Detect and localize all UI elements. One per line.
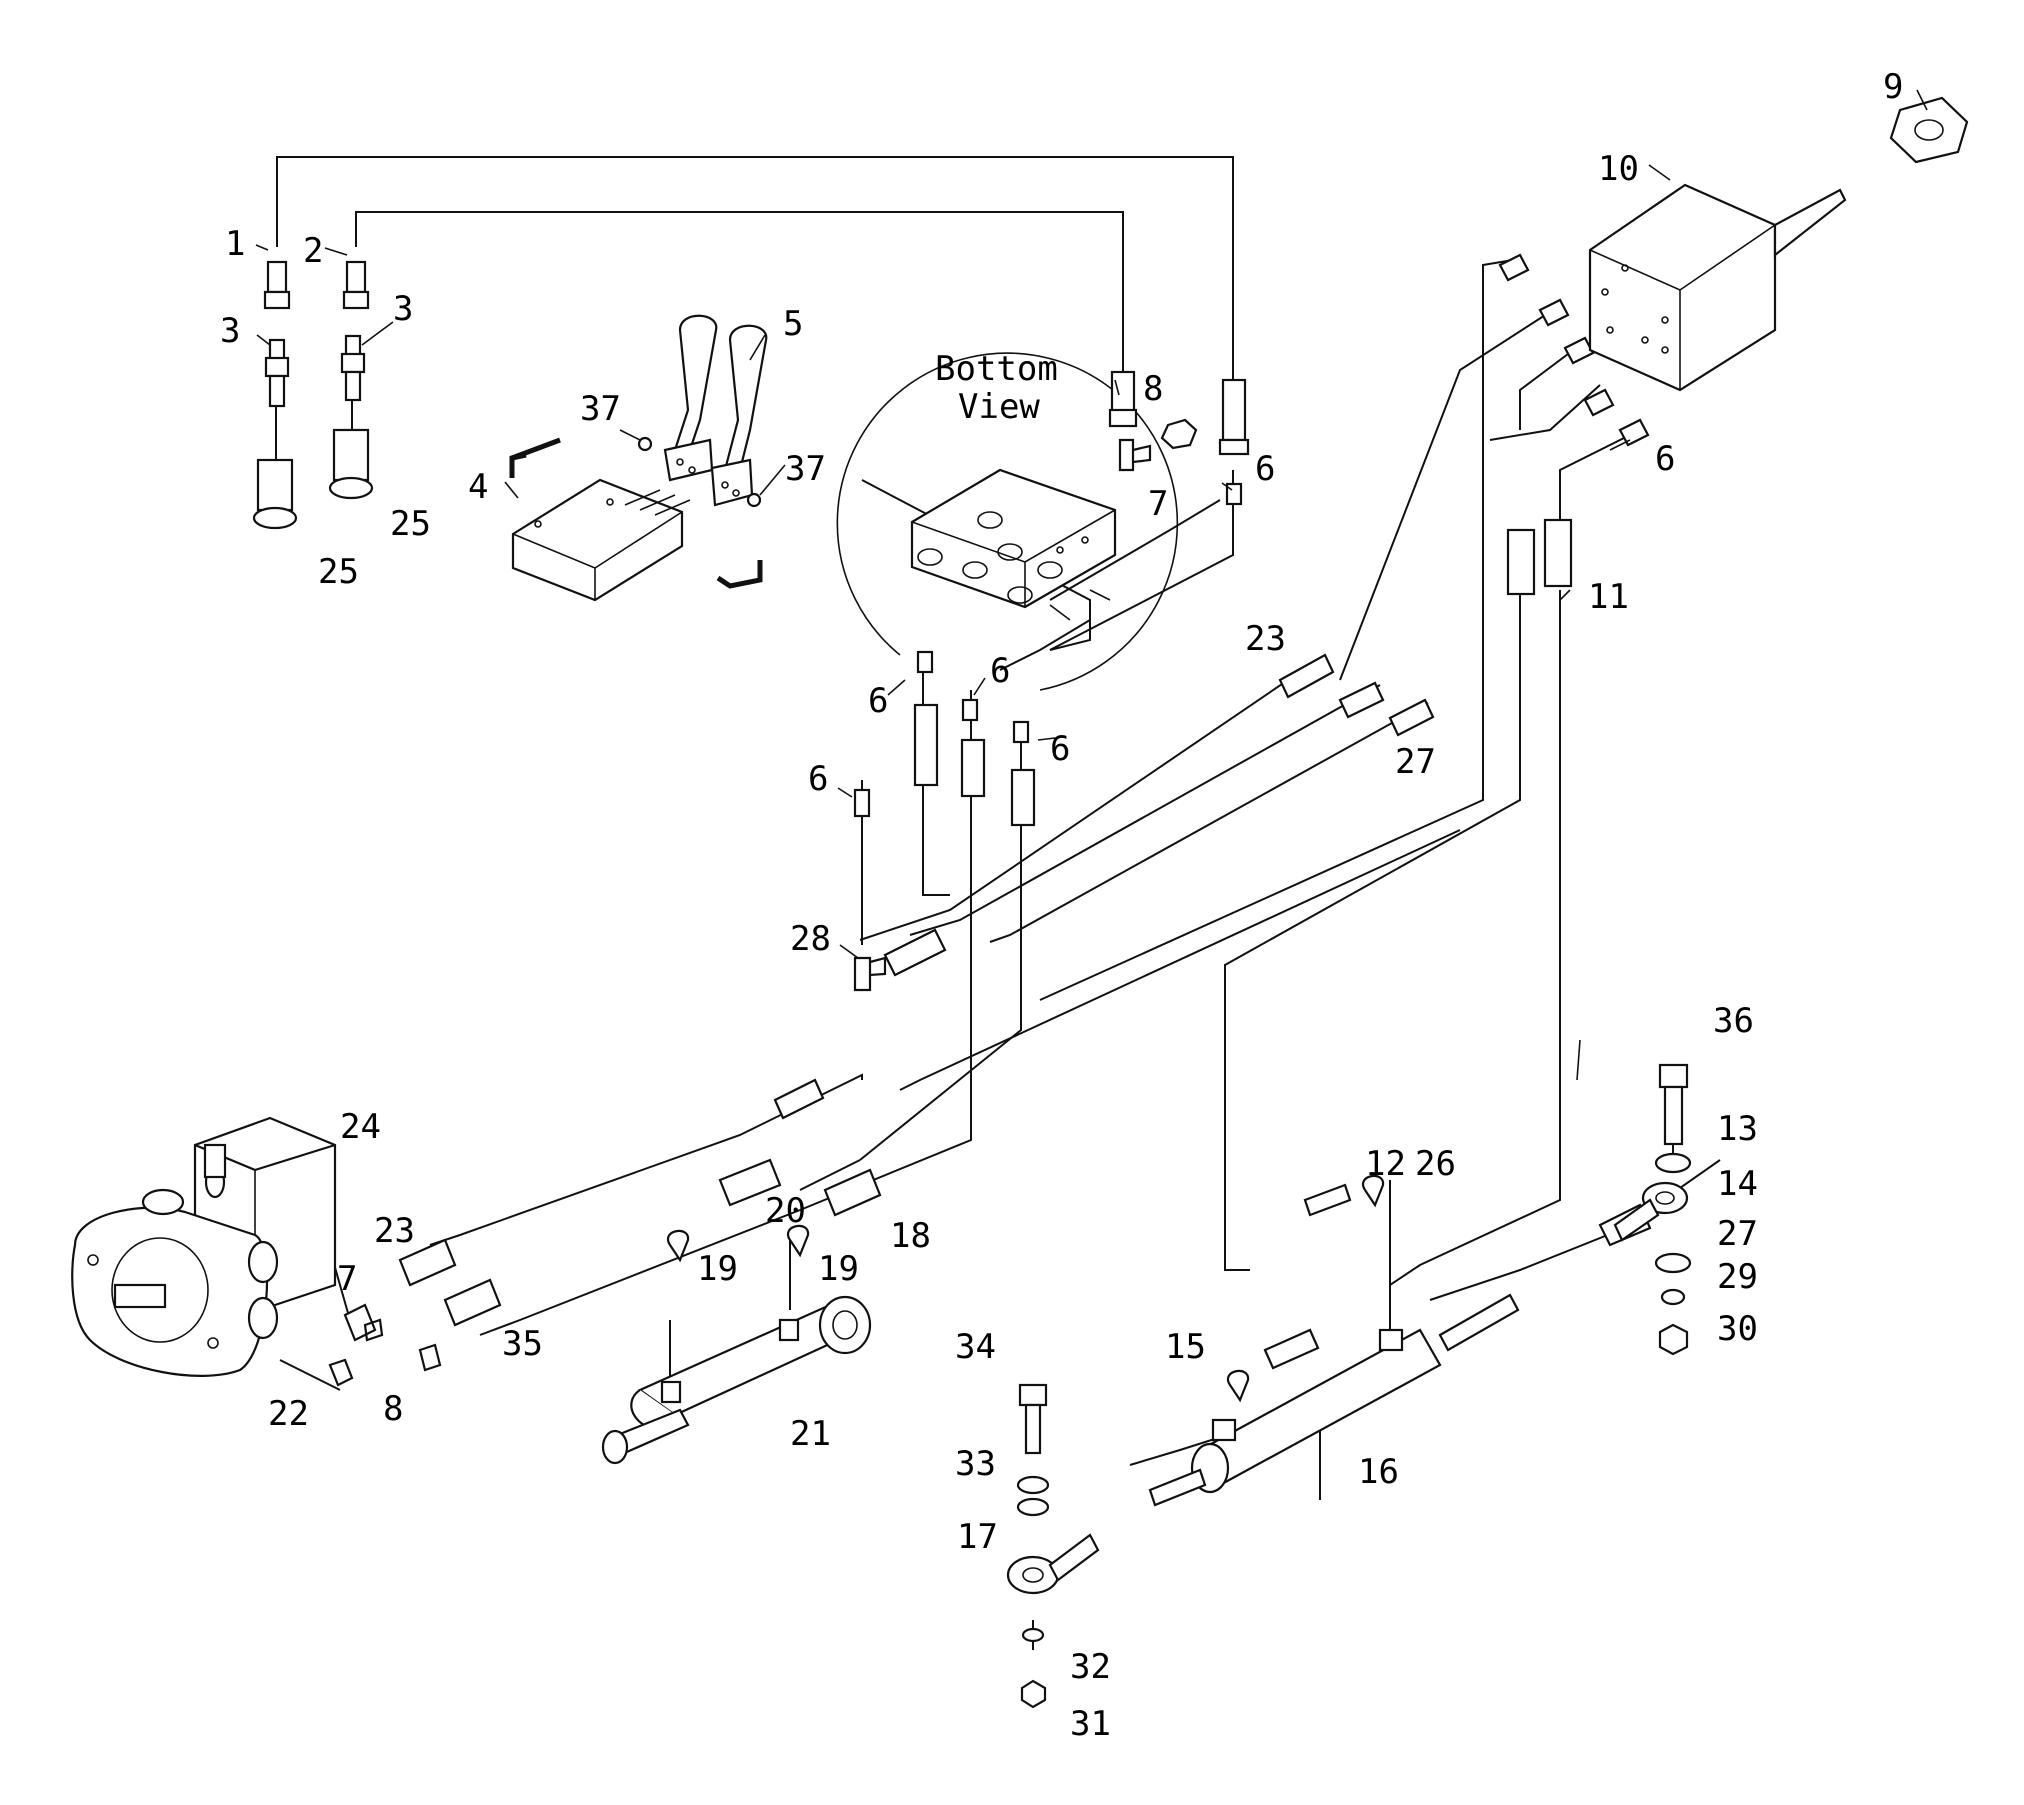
callout-3a: 3 xyxy=(220,311,240,351)
callout-33: 33 xyxy=(955,1444,996,1484)
callout-21: 21 xyxy=(790,1414,831,1454)
callout-15: 15 xyxy=(1165,1327,1206,1367)
cylinder-21 xyxy=(601,1295,872,1465)
valve-10 xyxy=(1588,183,1847,392)
callout-31: 31 xyxy=(1070,1704,1111,1744)
callout-36: 36 xyxy=(1713,1001,1754,1041)
callout-24: 24 xyxy=(340,1107,381,1147)
callout-labels: 1 2 3 3 4 5 6 6 6 6 6 6 6 7 7 8 8 9 10 1… xyxy=(220,67,1903,1744)
callout-17: 17 xyxy=(957,1517,998,1557)
callout-23a: 23 xyxy=(1245,619,1286,659)
callout-6e: 6 xyxy=(1050,729,1070,769)
callout-5: 5 xyxy=(783,304,803,344)
callout-19a: 19 xyxy=(697,1249,738,1289)
callout-26: 26 xyxy=(1415,1144,1456,1184)
bottom-view-label-line1: Bottom xyxy=(935,349,1058,389)
callout-30: 30 xyxy=(1717,1309,1758,1349)
bottom-view-label-line2: View xyxy=(958,387,1040,427)
callout-29: 29 xyxy=(1717,1257,1758,1297)
callout-37b: 37 xyxy=(785,449,826,489)
callout-25b: 25 xyxy=(390,504,431,544)
callout-13: 13 xyxy=(1717,1109,1758,1149)
quick-couplers xyxy=(252,260,374,530)
callout-18: 18 xyxy=(890,1216,931,1256)
callout-32: 32 xyxy=(1070,1647,1111,1687)
callout-35: 35 xyxy=(502,1324,543,1364)
hardware xyxy=(1016,1063,1692,1709)
leader-lines xyxy=(255,89,1928,1081)
callout-6a: 6 xyxy=(1255,449,1275,489)
callout-27a: 27 xyxy=(1395,742,1436,782)
callout-11: 11 xyxy=(1588,577,1629,617)
callout-28: 28 xyxy=(790,919,831,959)
callout-19b: 19 xyxy=(818,1249,859,1289)
bottom-view: Bottom View xyxy=(836,349,1179,691)
rod-ends xyxy=(1006,1181,1689,1595)
callout-3b: 3 xyxy=(393,289,413,329)
callout-4: 4 xyxy=(468,467,488,507)
callout-25a: 25 xyxy=(318,552,359,592)
callout-37a: 37 xyxy=(580,389,621,429)
callout-10: 10 xyxy=(1598,149,1639,189)
callout-8a: 8 xyxy=(1143,369,1163,409)
callout-12: 12 xyxy=(1365,1144,1406,1184)
callout-20: 20 xyxy=(765,1191,806,1231)
callout-2: 2 xyxy=(303,231,323,271)
callout-9: 9 xyxy=(1883,67,1903,107)
callout-6b: 6 xyxy=(1655,439,1675,479)
control-valve-block xyxy=(509,437,763,602)
callout-27b: 27 xyxy=(1717,1214,1758,1254)
callout-7a: 7 xyxy=(1148,484,1168,524)
callout-22: 22 xyxy=(268,1394,309,1434)
valve-levers xyxy=(637,314,768,508)
callout-8b: 8 xyxy=(383,1389,403,1429)
cylinder-16 xyxy=(1148,1293,1520,1507)
callout-14: 14 xyxy=(1717,1164,1758,1204)
callout-16: 16 xyxy=(1358,1452,1399,1492)
hydraulic-pump xyxy=(71,1116,337,1377)
callout-34: 34 xyxy=(955,1327,996,1367)
callout-7b: 7 xyxy=(337,1259,357,1299)
callout-6f: 6 xyxy=(808,759,828,799)
callout-6c: 6 xyxy=(868,681,888,721)
callout-1: 1 xyxy=(225,224,245,264)
callout-23b: 23 xyxy=(374,1211,415,1251)
callout-6d: 6 xyxy=(990,651,1010,691)
hose-lines xyxy=(275,156,1721,1650)
